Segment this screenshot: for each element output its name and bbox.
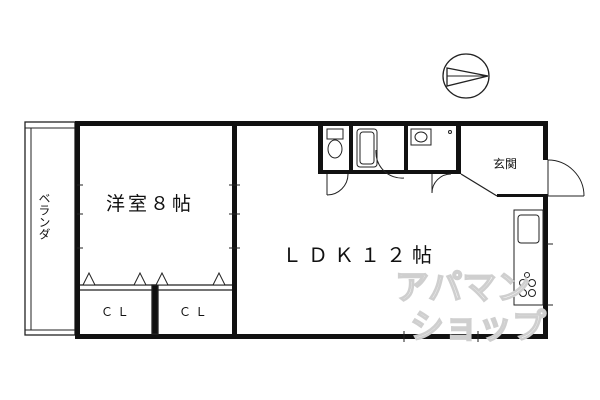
entrance-label: 玄関 — [493, 156, 517, 171]
balcony-label: ベランダ — [37, 192, 51, 240]
balcony — [24, 121, 76, 336]
washbasin-icon — [410, 128, 452, 146]
north-arrow-icon — [442, 53, 490, 99]
watermark-line1: アパマン — [395, 268, 530, 308]
gas-burner-icon — [519, 272, 536, 297]
watermark: アパマン ショップ — [394, 267, 547, 348]
closet-right-label: ＣＬ — [179, 305, 211, 319]
wet-area-doors — [326, 149, 452, 196]
ldk-window-marks — [403, 331, 479, 342]
window-marks — [77, 184, 240, 249]
kitchen-counter — [513, 209, 553, 306]
entrance-walls — [460, 159, 585, 197]
outer-walls — [75, 121, 548, 339]
watermark-line2: ショップ — [410, 307, 546, 347]
wet-area-walls — [318, 121, 461, 174]
toilet-icon — [326, 128, 344, 159]
ldk-label: ＬＤＫ１２帖 — [282, 243, 438, 267]
closet-door-marks — [82, 271, 226, 286]
bathtub-icon — [356, 128, 378, 168]
closet-left-label: ＣＬ — [101, 305, 133, 319]
western-room-label: 洋室８帖 — [106, 193, 194, 215]
